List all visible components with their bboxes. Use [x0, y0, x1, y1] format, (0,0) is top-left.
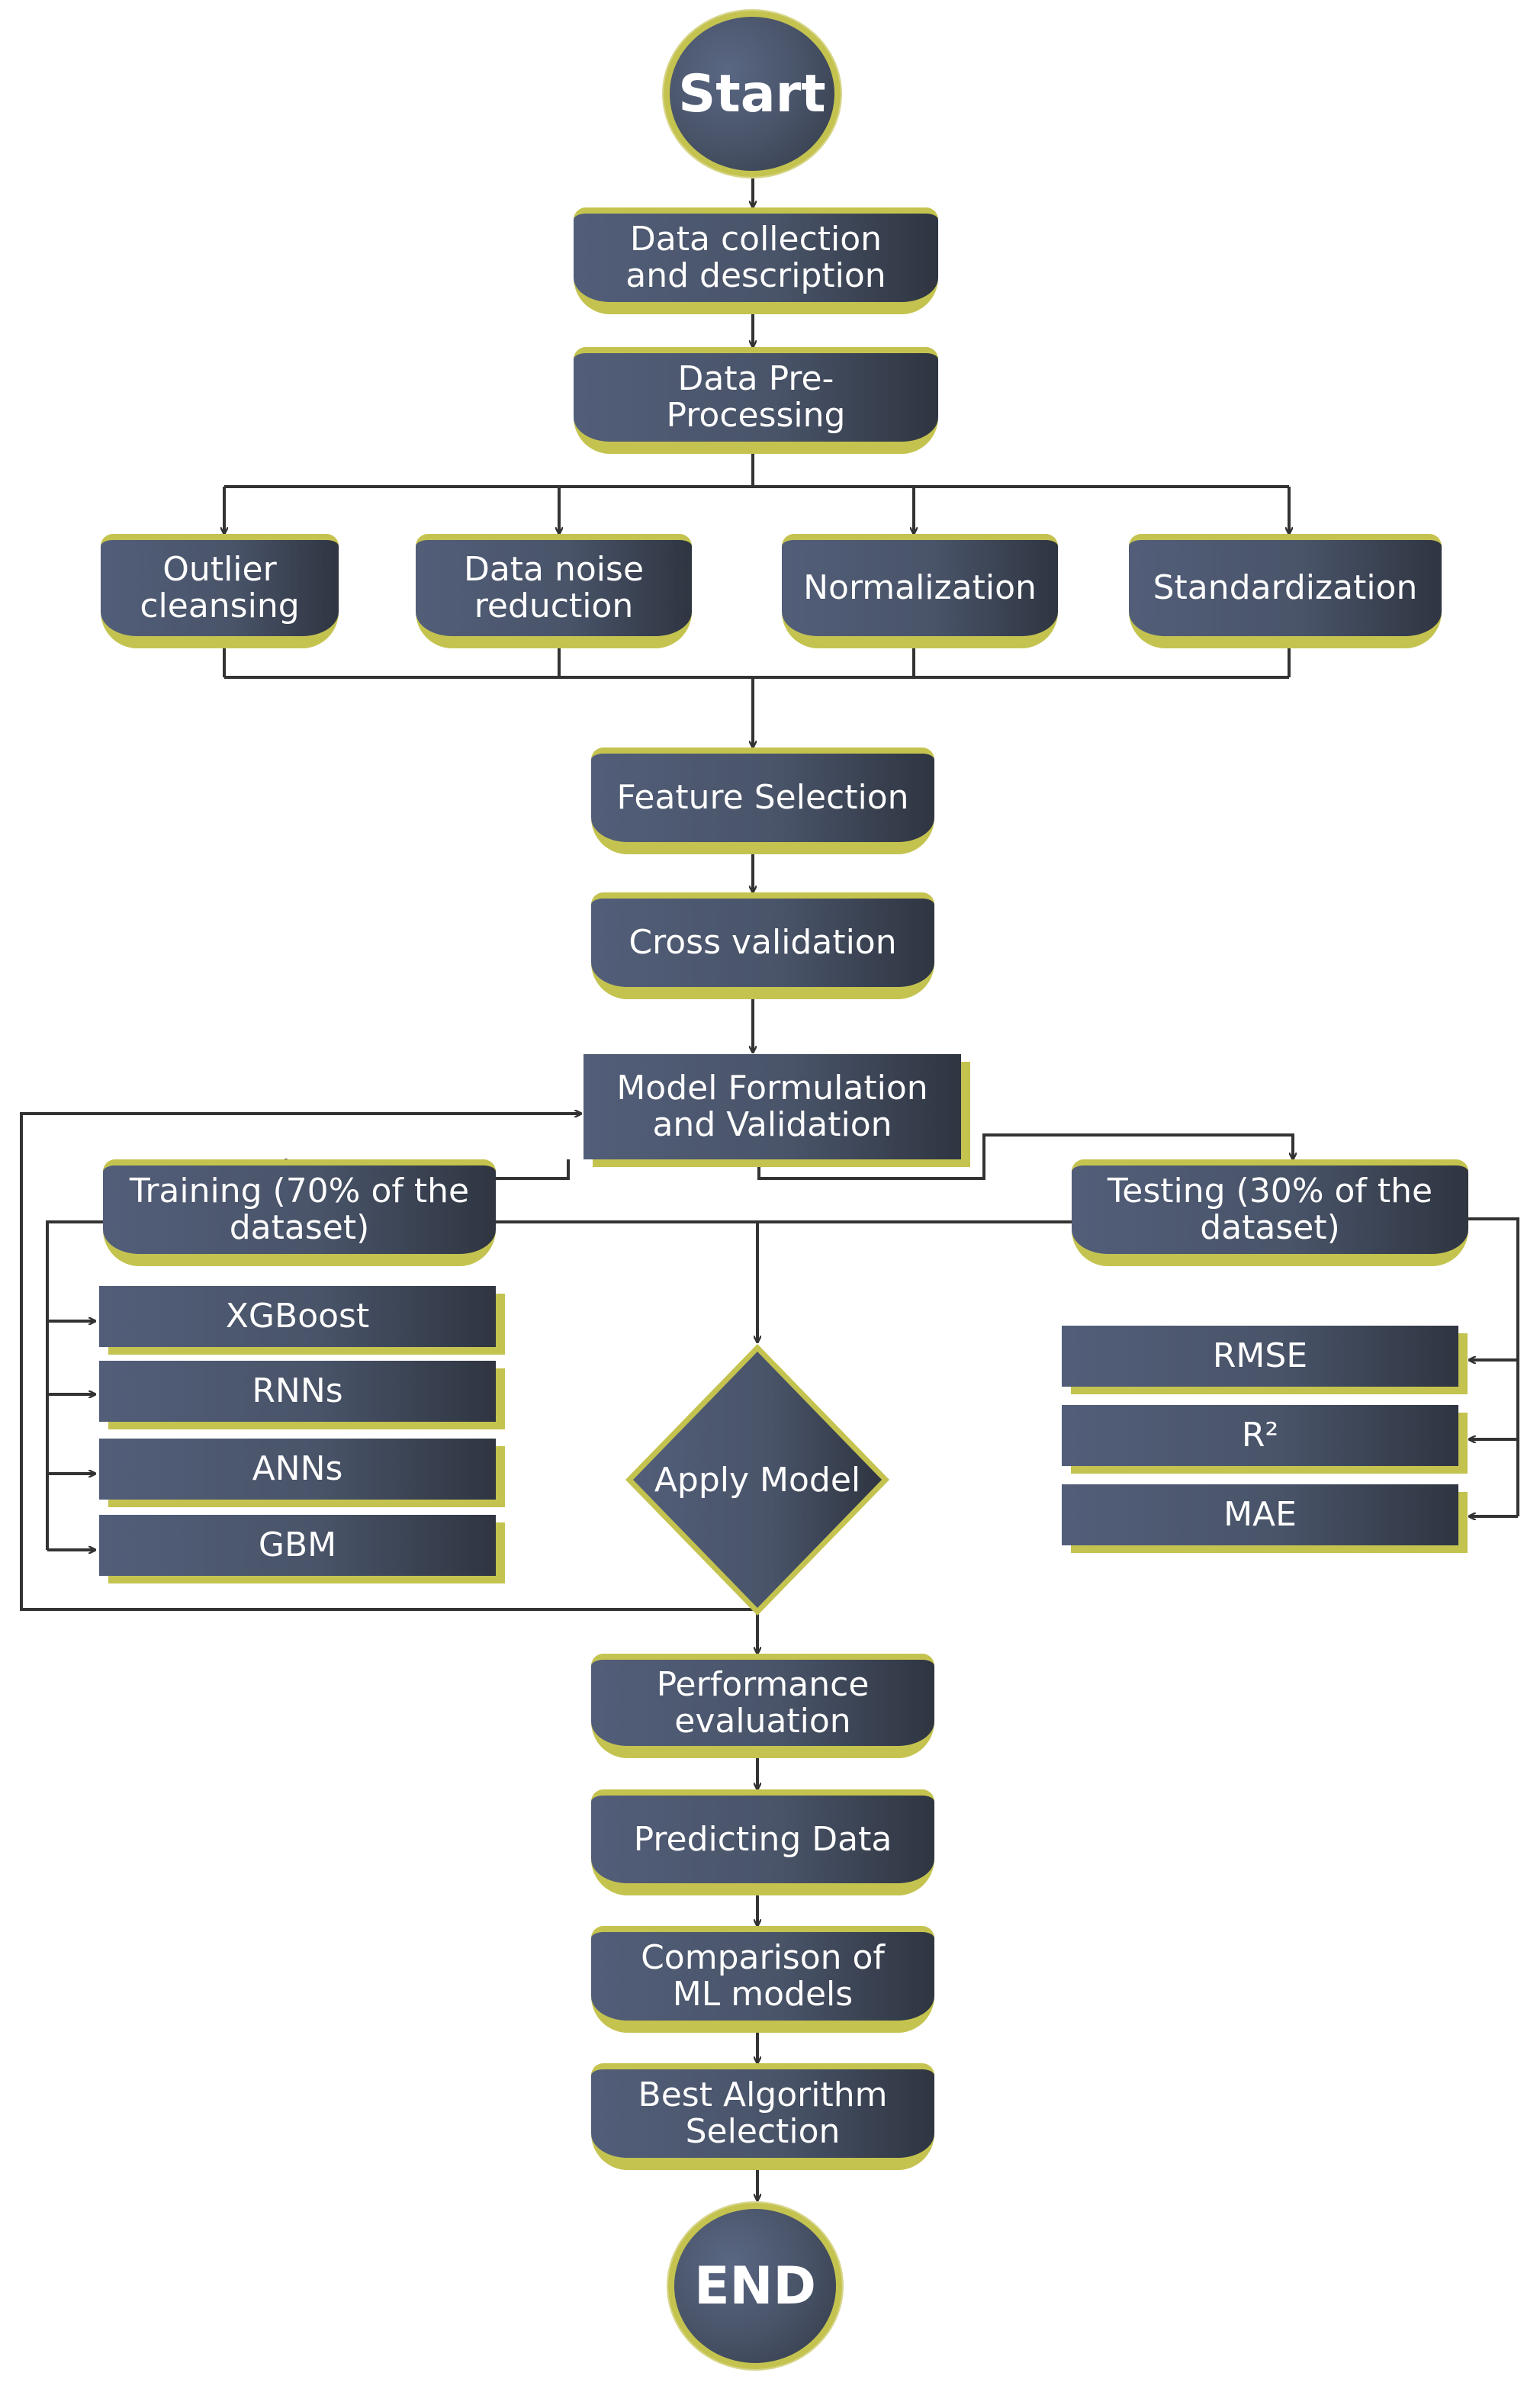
best-algorithm-node: Best Algorithm Selection — [591, 2063, 934, 2170]
comparison-label: Comparison of ML models — [641, 1938, 885, 2014]
rnns-node: RNNs — [99, 1361, 496, 1422]
rmse-label: RMSE — [1212, 1336, 1308, 1375]
connector-preproc-split — [224, 454, 1289, 488]
mae-node: MAE — [1062, 1484, 1458, 1545]
apply-model-decision: Apply Model — [625, 1344, 889, 1616]
start-label: Start — [678, 63, 826, 124]
end-label: END — [694, 2255, 816, 2316]
data-noise-reduction-node: Data noise reduction — [416, 534, 692, 648]
comparison-node: Comparison of ML models — [591, 1926, 934, 2033]
connector-feedback-loop — [20, 1114, 757, 1611]
model-formulation-label: Model Formulation and Validation — [616, 1069, 928, 1144]
r2-node: R² — [1062, 1405, 1458, 1466]
model-formulation-node: Model Formulation and Validation — [584, 1054, 961, 1159]
feature-selection-node: Feature Selection — [591, 748, 934, 854]
mae-label: MAE — [1223, 1495, 1297, 1534]
apply-model-label: Apply Model — [654, 1460, 861, 1500]
xgboost-label: XGBoost — [225, 1297, 370, 1336]
end-node: END — [668, 2203, 842, 2369]
xgboost-node: XGBoost — [99, 1286, 496, 1347]
data-collection-label: Data collection and description — [625, 220, 886, 295]
data-preprocessing-label: Data Pre- Processing — [666, 359, 846, 435]
rnns-label: RNNs — [252, 1371, 343, 1410]
anns-label: ANNs — [252, 1449, 343, 1488]
data-preprocessing-node: Data Pre- Processing — [574, 347, 938, 454]
rmse-node: RMSE — [1062, 1326, 1458, 1387]
anns-node: ANNs — [99, 1439, 496, 1500]
training-node: Training (70% of the dataset) — [103, 1159, 496, 1266]
start-node: Start — [664, 11, 841, 177]
best-algorithm-label: Best Algorithm Selection — [638, 2075, 888, 2151]
r2-label: R² — [1241, 1416, 1279, 1455]
normalization-label: Normalization — [803, 568, 1037, 607]
connector-merge — [223, 648, 1291, 679]
data-noise-reduction-label: Data noise reduction — [463, 550, 645, 625]
performance-evaluation-node: Performance evaluation — [591, 1654, 934, 1758]
connector-testing-bus — [1468, 1217, 1519, 1516]
standardization-label: Standardization — [1153, 568, 1418, 607]
outlier-cleansing-node: Outlier cleansing — [101, 534, 339, 648]
predicting-data-label: Predicting Data — [633, 1819, 892, 1859]
testing-node: Testing (30% of the dataset) — [1072, 1159, 1468, 1266]
feature-selection-label: Feature Selection — [616, 778, 909, 817]
connector-model-testing — [757, 1133, 1293, 1180]
predicting-data-node: Predicting Data — [591, 1789, 934, 1895]
gbm-node: GBM — [99, 1515, 496, 1576]
standardization-node: Standardization — [1129, 534, 1442, 648]
testing-label: Testing (30% of the dataset) — [1107, 1172, 1433, 1247]
performance-evaluation-label: Performance evaluation — [656, 1664, 870, 1741]
normalization-node: Normalization — [782, 534, 1058, 648]
outlier-cleansing-label: Outlier cleansing — [140, 550, 300, 625]
training-label: Training (70% of the dataset) — [129, 1172, 470, 1247]
cross-validation-node: Cross validation — [591, 892, 934, 999]
cross-validation-label: Cross validation — [629, 923, 897, 962]
data-collection-node: Data collection and description — [574, 207, 938, 314]
gbm-label: GBM — [258, 1526, 337, 1564]
connector-training-bus — [46, 1220, 103, 1550]
